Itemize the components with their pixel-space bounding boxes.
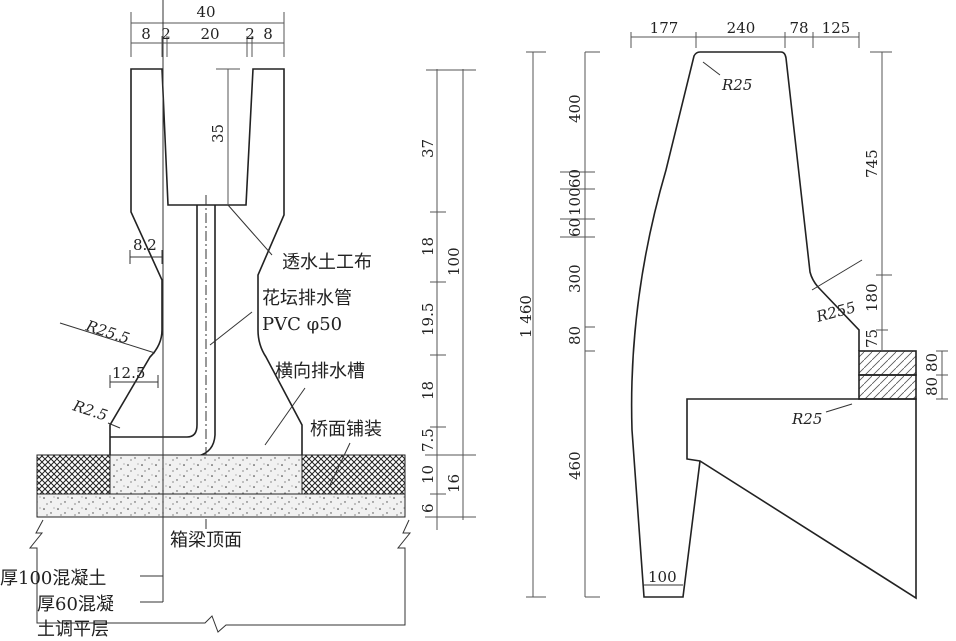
- side-dim-total: 100: [445, 247, 463, 276]
- width-label: 12.5: [112, 364, 145, 382]
- side-dimensions: [425, 69, 476, 530]
- block-lower: [858, 374, 917, 400]
- dim-part: 8: [263, 25, 273, 43]
- side-dim: 10: [419, 465, 437, 484]
- dim-total-width: 40: [196, 3, 215, 21]
- block-upper: [858, 350, 917, 376]
- base-width: 100: [648, 568, 677, 586]
- left-dim: 60: [566, 218, 584, 237]
- left-dim: 100: [566, 187, 584, 216]
- block-dim: 80: [923, 377, 941, 396]
- side-dim: 7.5: [419, 428, 437, 452]
- block-dim: 80: [923, 353, 941, 372]
- dim-part: 2: [161, 25, 171, 43]
- pavement-right: [301, 454, 406, 495]
- top-dim: 240: [727, 19, 756, 37]
- total-height: 1 460: [517, 295, 535, 338]
- leveling-layer: [36, 493, 406, 518]
- dim-depth: 35: [209, 124, 227, 143]
- left-dimensions: [526, 51, 948, 598]
- left-dim: 400: [566, 94, 584, 123]
- callout-channel: 横向排水槽: [275, 361, 365, 382]
- left-dim: 80: [566, 326, 584, 345]
- top-dim: 78: [789, 19, 808, 37]
- callout-pvc: PVC φ50: [262, 314, 342, 335]
- callout-girder-top: 箱梁顶面: [170, 530, 242, 551]
- planter-section: 40 8 2 20 2 8 35: [0, 0, 476, 640]
- callout-geotextile: 透水土工布: [282, 252, 372, 273]
- callout-concrete100: 厚100混凝土: [0, 568, 106, 589]
- dim-part: 2: [245, 25, 255, 43]
- side-dim: 37: [419, 139, 437, 158]
- left-dim: 300: [566, 264, 584, 293]
- radius-label-top: R25: [721, 76, 752, 94]
- leader-lines: [59, 0, 351, 603]
- side-dim-layer: 16: [445, 474, 463, 493]
- dim-part: 8: [141, 25, 151, 43]
- callout-leveling: 土调平层: [37, 619, 109, 640]
- base-slab: [686, 398, 917, 600]
- radius-leaders: [644, 61, 863, 586]
- side-dim: 18: [419, 237, 437, 256]
- right-dim: 180: [863, 283, 881, 312]
- radius-label-low: R25: [791, 410, 822, 428]
- callout-pavement: 桥面铺装: [310, 419, 382, 440]
- width-label: 8.2: [133, 236, 157, 254]
- right-dim: 745: [863, 149, 881, 178]
- side-dim: 18: [419, 381, 437, 400]
- left-dim: 460: [566, 451, 584, 480]
- right-dim: 75: [863, 329, 881, 348]
- radius-label: R2.5: [70, 396, 110, 424]
- radius-label: R25.5: [83, 316, 132, 347]
- barrier-section: 177 240 78 125 1 460 400: [517, 19, 948, 600]
- barrier-outline: [630, 51, 860, 598]
- callout-drain-pipe: 花坛排水管: [262, 288, 352, 309]
- top-dim: 125: [822, 19, 851, 37]
- girder-outline: [28, 519, 412, 633]
- pavement-left: [36, 454, 111, 495]
- side-dim: 6: [419, 503, 437, 513]
- callout-concrete60: 厚60混凝: [37, 594, 114, 615]
- concrete-100-layer: [109, 454, 303, 495]
- dim-part: 20: [200, 25, 219, 43]
- top-dimensions: [130, 12, 285, 57]
- top-dimensions: [630, 32, 860, 48]
- left-dim: 60: [566, 169, 584, 188]
- planter-outline: [109, 68, 303, 455]
- side-dim: 19.5: [419, 303, 437, 336]
- top-dim: 177: [650, 19, 679, 37]
